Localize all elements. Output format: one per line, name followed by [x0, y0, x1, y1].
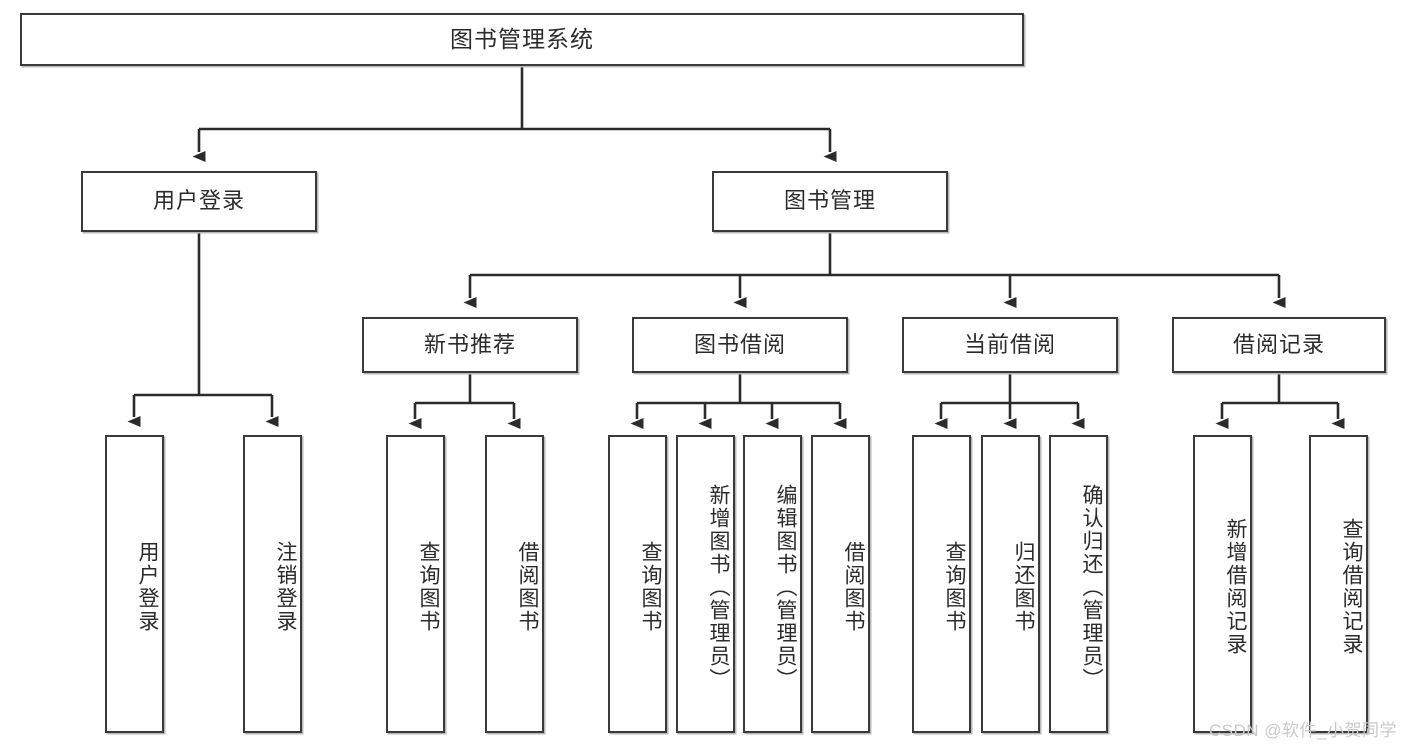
node-leaf-query-book-2-label: 查询图书 — [639, 541, 662, 633]
node-book-manage-label: 图书管理 — [783, 188, 876, 214]
node-borrow-record[interactable]: 借阅记录 — [1172, 317, 1386, 373]
node-leaf-add-record-label: 新增借阅记录 — [1224, 518, 1247, 656]
node-leaf-borrow-book-1[interactable]: 借阅图书 — [485, 435, 544, 733]
node-leaf-query-book-3-label: 查询图书 — [943, 541, 966, 633]
node-new-book-rec[interactable]: 新书推荐 — [362, 317, 578, 373]
node-current-borrow-label: 当前借阅 — [963, 331, 1056, 357]
node-new-book-rec-label: 新书推荐 — [423, 331, 516, 357]
node-leaf-add-book-label: 新增图书（管理员） — [707, 483, 730, 691]
node-root[interactable]: 图书管理系统 — [20, 13, 1024, 66]
node-borrow-record-label: 借阅记录 — [1232, 331, 1325, 357]
node-leaf-logout[interactable]: 注销登录 — [243, 435, 302, 733]
node-current-borrow[interactable]: 当前借阅 — [902, 317, 1118, 373]
watermark-text: CSDN @软件_小贺同学 — [1208, 721, 1397, 740]
node-book-borrow[interactable]: 图书借阅 — [632, 317, 848, 373]
node-leaf-return-book-label: 归还图书 — [1012, 541, 1035, 633]
node-book-borrow-label: 图书借阅 — [693, 331, 786, 357]
node-leaf-borrow-book-2[interactable]: 借阅图书 — [811, 435, 870, 733]
node-leaf-add-book[interactable]: 新增图书（管理员） — [676, 435, 735, 733]
node-leaf-borrow-book-1-label: 借阅图书 — [516, 541, 539, 633]
node-leaf-confirm-return[interactable]: 确认归还（管理员） — [1049, 435, 1108, 733]
node-leaf-query-book-3[interactable]: 查询图书 — [912, 435, 971, 733]
node-leaf-edit-book-label: 编辑图书（管理员） — [774, 483, 797, 691]
node-leaf-borrow-book-2-label: 借阅图书 — [842, 541, 865, 633]
node-user-login-label: 用户登录 — [152, 188, 245, 214]
node-leaf-return-book[interactable]: 归还图书 — [981, 435, 1040, 733]
node-leaf-query-book-1-label: 查询图书 — [417, 541, 440, 633]
node-leaf-user-login[interactable]: 用户登录 — [105, 435, 164, 733]
node-leaf-query-book-2[interactable]: 查询图书 — [608, 435, 667, 733]
node-leaf-edit-book[interactable]: 编辑图书（管理员） — [743, 435, 802, 733]
node-leaf-query-record[interactable]: 查询借阅记录 — [1309, 435, 1368, 733]
node-root-label: 图书管理系统 — [450, 25, 594, 52]
node-user-login[interactable]: 用户登录 — [81, 171, 317, 232]
node-leaf-query-record-label: 查询借阅记录 — [1340, 518, 1363, 656]
node-leaf-add-record[interactable]: 新增借阅记录 — [1193, 435, 1252, 733]
node-leaf-confirm-return-label: 确认归还（管理员） — [1080, 483, 1103, 691]
node-leaf-logout-label: 注销登录 — [274, 541, 297, 633]
node-leaf-user-login-label: 用户登录 — [136, 541, 159, 633]
node-leaf-query-book-1[interactable]: 查询图书 — [386, 435, 445, 733]
node-book-manage[interactable]: 图书管理 — [712, 171, 948, 232]
